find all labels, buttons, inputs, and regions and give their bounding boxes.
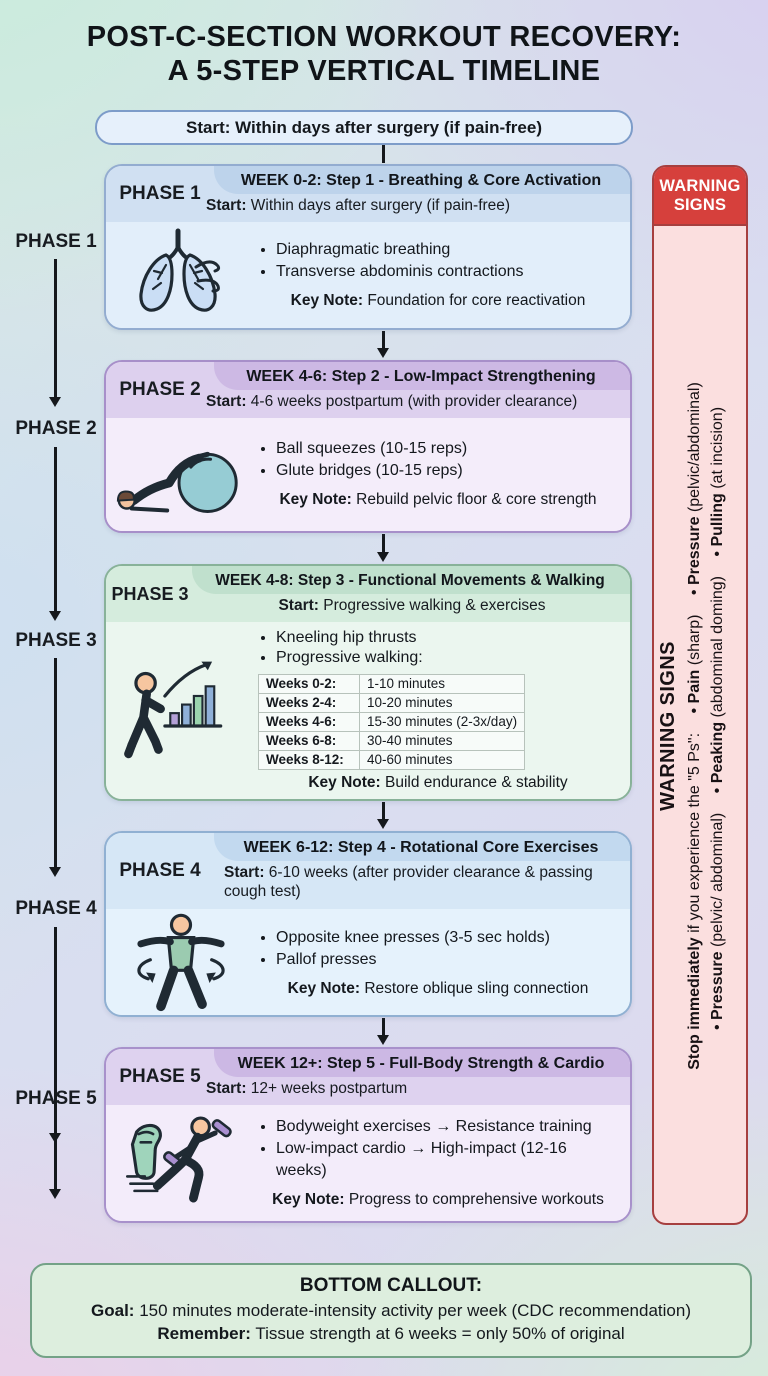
timeline-label-phase-1: PHASE 1 [15,231,97,252]
phase-card-4: WEEK 6-12: Step 4 - Rotational Core Exer… [104,831,632,1017]
card-3-title: WEEK 4-8: Step 3 - Functional Movements … [192,566,630,594]
glute-bridge-ball-icon [106,429,256,521]
timeline-arrow-3 [49,658,61,877]
card-5-bullets: Bodyweight exercises → Resistance traini… [256,1116,620,1182]
runner-dumbbells-icon [106,1111,256,1215]
flow-arrow-1-2 [377,331,389,358]
card-2-bullets: Ball squeezes (10-15 reps) Glute bridges… [256,438,620,482]
lungs-icon [106,227,256,323]
card-2-key-note: Key Note: Rebuild pelvic floor & core st… [279,491,597,509]
flow-arrow-3-4 [377,802,389,829]
bullet: Pallof presses [276,949,620,971]
start-pill-text: Start: Within days after surgery (if pai… [186,117,542,137]
connector-line [382,145,385,163]
phase-card-1: WEEK 0-2: Step 1 - Breathing & Core Acti… [104,164,632,330]
callout-heading: BOTTOM CALLOUT: [299,1275,483,1297]
table-row: Weeks 8-12:40-60 minutes [258,749,526,770]
bullet: Progressive walking: [276,648,620,669]
warning-item: Peaking (abdominal doming) [709,576,726,793]
walking-progression-table: Weeks 0-2:1-10 minutes Weeks 2-4:10-20 m… [258,674,526,770]
warning-item: Pressure (pelvic/abdominal) [686,382,703,595]
card-4-key-note: Key Note: Restore oblique sling connecti… [287,980,589,998]
warning-text: Stop immediately if you experience the "… [683,239,729,1214]
bullet: Opposite knee presses (3-5 sec holds) [276,927,620,949]
bullet: Kneeling hip thrusts [276,628,620,649]
page-title-line2: A 5-STEP VERTICAL TIMELINE [167,55,601,88]
page-title-line1: POST-C-SECTION WORKOUT RECOVERY: [86,21,682,53]
phase-card-2: WEEK 4-6: Step 2 - Low-Impact Strengthen… [104,360,632,533]
card-3-phase-tab: PHASE 3 [111,583,189,604]
card-1-start: Start: Within days after surgery (if pai… [206,197,511,214]
card-5-phase-tab: PHASE 5 [119,1066,201,1088]
card-4-phase-tab: PHASE 4 [119,859,201,881]
page-title: POST-C-SECTION WORKOUT RECOVERY: A 5-STE… [0,20,768,88]
card-5-title: WEEK 12+: Step 5 - Full-Body Strength & … [214,1049,630,1077]
bullet: Low-impact cardio → High-impact (12-16 w… [276,1138,620,1182]
card-4-title: WEEK 6-12: Step 4 - Rotational Core Exer… [214,833,630,861]
start-pill: Start: Within days after surgery (if pai… [95,110,633,145]
card-3-key-note: Key Note: Build endurance & stability [308,773,568,791]
walking-progress-icon [106,646,256,776]
card-5-start: Start: 12+ weeks postpartum [206,1080,408,1097]
bullet: Transverse abdominis contractions [276,261,620,283]
bottom-callout: BOTTOM CALLOUT: Goal: 150 minutes modera… [30,1263,752,1358]
timeline-label-phase-3: PHASE 3 [15,630,97,651]
timeline-arrow-2 [49,447,61,621]
warning-signs-rotated-text: WARNING SIGNS Stop immediately if you ex… [657,239,743,1214]
callout-remember: Remember: Tissue strength at 6 weeks = o… [157,1324,625,1343]
bullet: Glute bridges (10-15 reps) [276,460,620,482]
flow-arrow-4-5 [377,1018,389,1045]
table-row: Weeks 2-4:10-20 minutes [258,693,526,713]
phase-card-5: WEEK 12+: Step 5 - Full-Body Strength & … [104,1047,632,1223]
rotation-exercise-icon [106,909,256,1015]
flow-arrow-2-3 [377,534,389,562]
warning-item: Pain (sharp) [686,615,703,714]
callout-goal: Goal: 150 minutes moderate-intensity act… [91,1301,691,1321]
card-2-phase-tab: PHASE 2 [119,379,201,401]
timeline-label-phase-5: PHASE 5 [15,1088,97,1109]
table-row: Weeks 0-2:1-10 minutes [258,674,526,695]
timeline-label-phase-4: PHASE 4 [15,898,97,919]
warning-signs-panel: WARNING SIGNS WARNING SIGNS Stop immedia… [652,165,748,1225]
table-row: Weeks 4-6:15-30 minutes (2-3x/day) [258,712,526,732]
card-2-title: WEEK 4-6: Step 2 - Low-Impact Strengthen… [214,362,630,390]
card-3-start: Start: Progressive walking & exercises [278,597,546,614]
warning-item: Pressure (pelvic/ abdominal) [709,813,726,1030]
phase-card-3: WEEK 4-8: Step 3 - Functional Movements … [104,564,632,801]
table-row: Weeks 6-8:30-40 minutes [258,730,526,751]
card-1-phase-tab: PHASE 1 [119,183,201,205]
bullet: Ball squeezes (10-15 reps) [276,438,620,460]
timeline-arrow-1 [49,259,61,407]
card-1-title: WEEK 0-2: Step 1 - Breathing & Core Acti… [214,166,630,194]
bullet: Diaphragmatic breathing [276,239,620,261]
timeline-arrow-5 [49,1117,61,1199]
warning-item: Pulling (at incision) [709,407,726,557]
card-3-bullets: Kneeling hip thrusts Progressive walking… [256,628,620,670]
timeline-label-phase-2: PHASE 2 [15,418,97,439]
card-4-start: Start: 6-10 weeks (after provider cleara… [224,864,593,901]
bullet: Bodyweight exercises → Resistance traini… [276,1116,620,1138]
card-1-key-note: Key Note: Foundation for core reactivati… [290,291,586,309]
card-2-start: Start: 4-6 weeks postpartum (with provid… [206,393,578,410]
warning-signs-header: WARNING SIGNS [654,167,746,226]
card-1-bullets: Diaphragmatic breathing Transverse abdom… [256,239,620,283]
card-5-key-note: Key Note: Progress to comprehensive work… [272,1190,604,1208]
card-4-bullets: Opposite knee presses (3-5 sec holds) Pa… [256,927,620,971]
warning-heading: WARNING SIGNS [657,641,679,811]
